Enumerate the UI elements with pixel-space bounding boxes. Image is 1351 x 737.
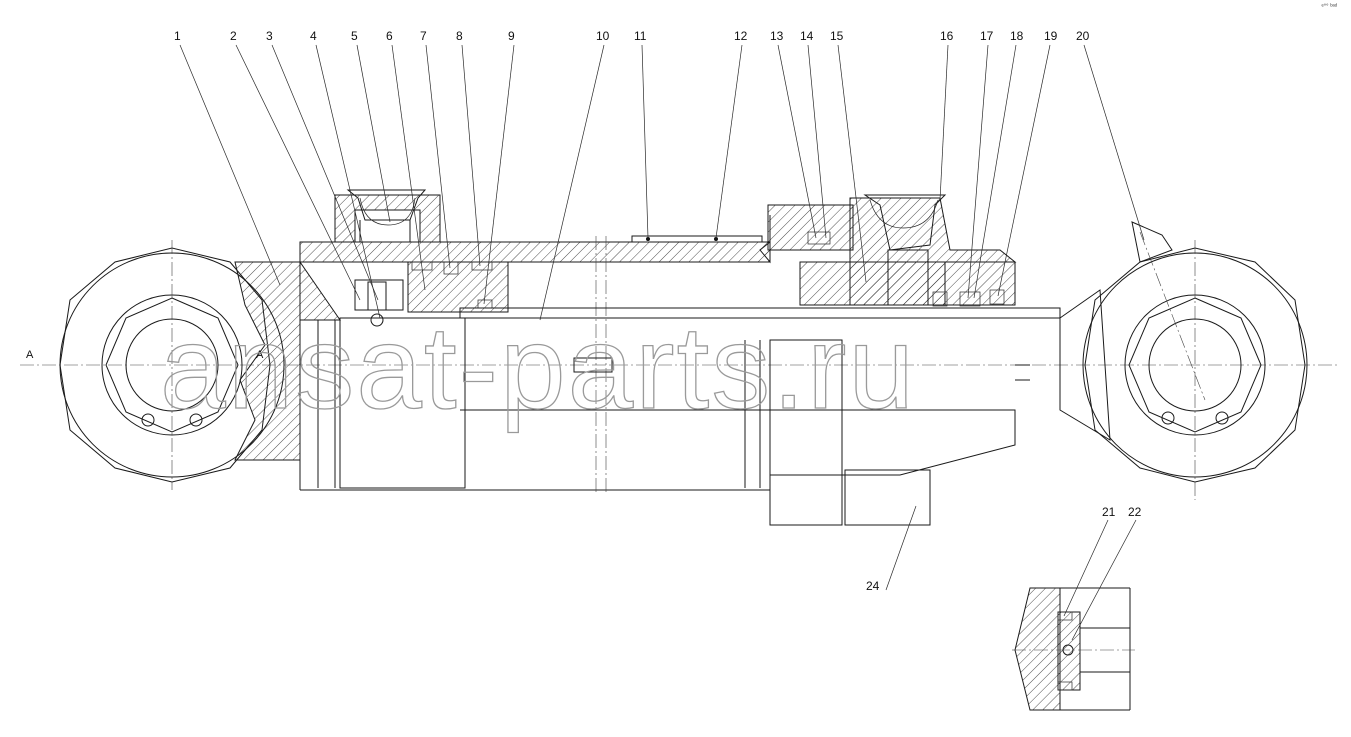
section-mark-left: A: [26, 349, 34, 361]
callout-2: 2: [230, 29, 237, 43]
corner-mark: ᵉ°° ᵇᵃᵈ: [1321, 4, 1337, 10]
callout-14: 14: [800, 29, 814, 43]
watermark-text: ansat-parts.ru: [160, 302, 916, 434]
callout-24: 24: [866, 579, 880, 593]
callout-numbers: 1 2 3 4 5 6 7 8 9 10 11 12 13 14 15 16 1…: [174, 29, 1142, 593]
right-eye-assembly: [1059, 221, 1308, 500]
callout-13: 13: [770, 29, 784, 43]
section-mark-right: A: [256, 349, 264, 361]
callout-4: 4: [310, 29, 317, 43]
callout-6: 6: [386, 29, 393, 43]
callout-11: 11: [634, 29, 647, 43]
callout-17: 17: [980, 29, 994, 43]
callout-15: 15: [830, 29, 844, 43]
callout-19: 19: [1044, 29, 1058, 43]
piston-rod: [339, 307, 1061, 489]
callout-1: 1: [174, 29, 181, 43]
callout-7: 7: [420, 29, 427, 43]
callout-5: 5: [351, 29, 358, 43]
callout-18: 18: [1010, 29, 1024, 43]
callout-9: 9: [508, 29, 515, 43]
callout-10: 10: [596, 29, 610, 43]
callout-3: 3: [266, 29, 273, 43]
callout-20: 20: [1076, 29, 1090, 43]
detail-view: [1012, 587, 1135, 711]
callout-12: 12: [734, 29, 748, 43]
cylinder-barrel: [299, 241, 771, 491]
callout-22: 22: [1128, 505, 1142, 519]
leader-lines: [179, 44, 1145, 641]
left-end-cap: [234, 261, 341, 461]
callout-21: 21: [1102, 505, 1116, 519]
break-lines: [573, 236, 613, 494]
callout-8: 8: [456, 29, 463, 43]
cylinder-head: [759, 194, 1030, 526]
tube-top: [631, 235, 763, 243]
callout-16: 16: [940, 29, 954, 43]
